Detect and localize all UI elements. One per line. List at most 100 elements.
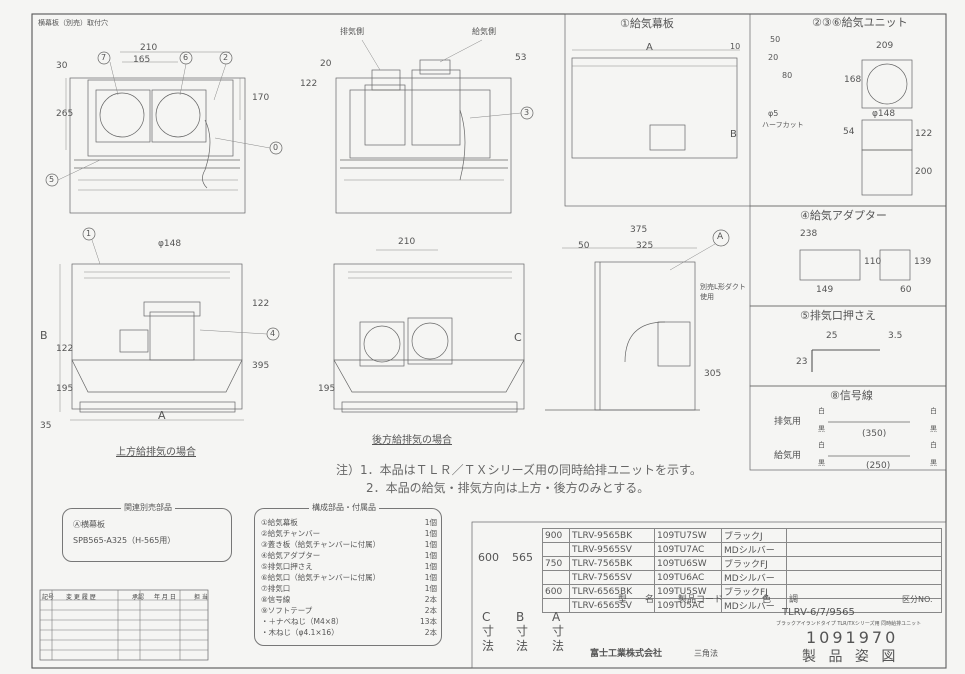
rev-col-approve: 承認 xyxy=(132,594,145,601)
component-row: ・＋ナベねじ（M4×8） 13本 xyxy=(261,616,437,627)
related-parts-title: 関連別売部品 xyxy=(121,504,175,512)
dim-label: 80 xyxy=(782,71,793,80)
dim-label: 200 xyxy=(915,167,933,177)
wire-color: 黒 xyxy=(930,425,937,433)
rear-caption: 後方給排気の場合 xyxy=(372,435,452,446)
callout-number: 1 xyxy=(86,229,92,238)
product-cell-model: TLRV-9565BK xyxy=(569,528,655,543)
supply-unit-title: ②③⑥給気ユニット xyxy=(812,16,908,29)
component-qty: 2本 xyxy=(424,628,437,637)
component-name: ⑤排気口押さえ xyxy=(261,562,313,571)
product-cell-color: MDシルバー xyxy=(721,542,787,557)
col-b-label: B寸法 xyxy=(516,610,529,653)
panel-hole-label: 横幕板（別売）取付穴 xyxy=(38,19,108,27)
side-note: 別売L形ダクト xyxy=(700,283,746,291)
callout-number: 7 xyxy=(101,53,107,62)
product-cell-a xyxy=(542,542,570,557)
component-name: ④給気アダプター xyxy=(261,551,321,560)
component-name: ①給気幕板 xyxy=(261,518,298,527)
component-name: ・＋ナベねじ（M4×8） xyxy=(261,617,344,626)
dim-label: 265 xyxy=(56,109,74,119)
header-zone: 区分NO. xyxy=(902,595,933,604)
col-a-label: A寸法 xyxy=(552,610,565,653)
dim-label: 23 xyxy=(796,357,808,367)
product-cell-a: 900 xyxy=(542,528,570,543)
supply-panel-drawing xyxy=(571,49,740,159)
wire-color: 黒 xyxy=(818,425,825,433)
rev-col-date: 年 月 日 xyxy=(154,594,176,601)
adapter-title: ④給気アダプター xyxy=(800,209,887,222)
callout-number: 2 xyxy=(223,53,229,62)
component-row: ⑤排気口押さえ 1個 xyxy=(261,561,437,572)
component-row: ⑥給気口（給気チャンバーに付属） 1個 xyxy=(261,572,437,583)
dim-label: 122 xyxy=(300,79,318,89)
signal-row-label: 給気用 xyxy=(774,451,802,461)
component-name: ⑨ソフトテープ xyxy=(261,606,313,615)
dim-label: 50 xyxy=(770,35,781,44)
drawing-number: 1091970 xyxy=(806,628,899,647)
dim-label: 210 xyxy=(140,43,158,53)
dim-label: A xyxy=(646,42,653,53)
dim-label: φ148 xyxy=(158,239,182,249)
side-note: 使用 xyxy=(700,293,714,301)
dim-label: 238 xyxy=(800,229,818,239)
product-cell-a xyxy=(542,570,570,585)
dim-label: 122 xyxy=(252,299,270,309)
model-name: TLRV-6/7/9565 xyxy=(782,607,855,618)
component-name: ⑦排気口 xyxy=(261,584,291,593)
component-name: ⑧信号線 xyxy=(261,595,291,604)
wire-color: 黒 xyxy=(818,459,825,467)
dim-label: 325 xyxy=(636,241,654,251)
supply-side-label: 給気側 xyxy=(472,27,496,36)
hole-label: φ5 xyxy=(768,109,779,118)
exhaust-press-drawing xyxy=(811,349,880,372)
header-code: 製品コード xyxy=(678,595,724,605)
product-cell-spare xyxy=(786,598,942,613)
product-cell-spare xyxy=(786,556,942,571)
callout-number: 5 xyxy=(49,175,55,184)
signal-title: ⑧信号線 xyxy=(830,389,873,402)
dim-label-b: B xyxy=(40,329,48,342)
dim-label: 110 xyxy=(864,257,882,267)
dim-label: 122 xyxy=(915,129,933,139)
component-qty: 1個 xyxy=(424,573,437,582)
product-cell-code: 109TU6AC xyxy=(654,570,722,585)
top-mid-view xyxy=(335,39,534,214)
wire-color: 白 xyxy=(930,441,937,449)
dim-label: B xyxy=(730,129,737,140)
dim-label: 54 xyxy=(843,127,855,137)
dim-label: 35 xyxy=(40,421,52,431)
header-model: 型 名 xyxy=(618,595,655,605)
component-qty: 1個 xyxy=(424,540,437,549)
dim-label: 395 xyxy=(252,361,270,371)
component-qty: 1個 xyxy=(424,562,437,571)
product-cell-color: ブラックFJ xyxy=(721,556,787,571)
component-row: ⑦排気口 1個 xyxy=(261,583,437,594)
component-qty: 13本 xyxy=(419,617,437,626)
rev-col-history: 変 更 履 歴 xyxy=(66,594,96,601)
component-qty: 1個 xyxy=(424,518,437,527)
component-qty: 1個 xyxy=(424,584,437,593)
dim-label: 3.5 xyxy=(888,331,903,341)
dim-label: 30 xyxy=(56,61,68,71)
dim-label-a: A xyxy=(158,409,166,422)
wire-length: (350) xyxy=(862,429,887,439)
dim-label: 139 xyxy=(914,257,932,267)
callout-number: 4 xyxy=(270,329,276,338)
component-name: ⑥給気口（給気チャンバーに付属） xyxy=(261,573,381,582)
note-line-1: 注）1．本品はＴＬＲ／ＴＸシリーズ用の同時給排ユニットを示す。 xyxy=(336,463,702,477)
callout-letter: A xyxy=(717,232,724,242)
dim-label: 210 xyxy=(398,237,416,247)
